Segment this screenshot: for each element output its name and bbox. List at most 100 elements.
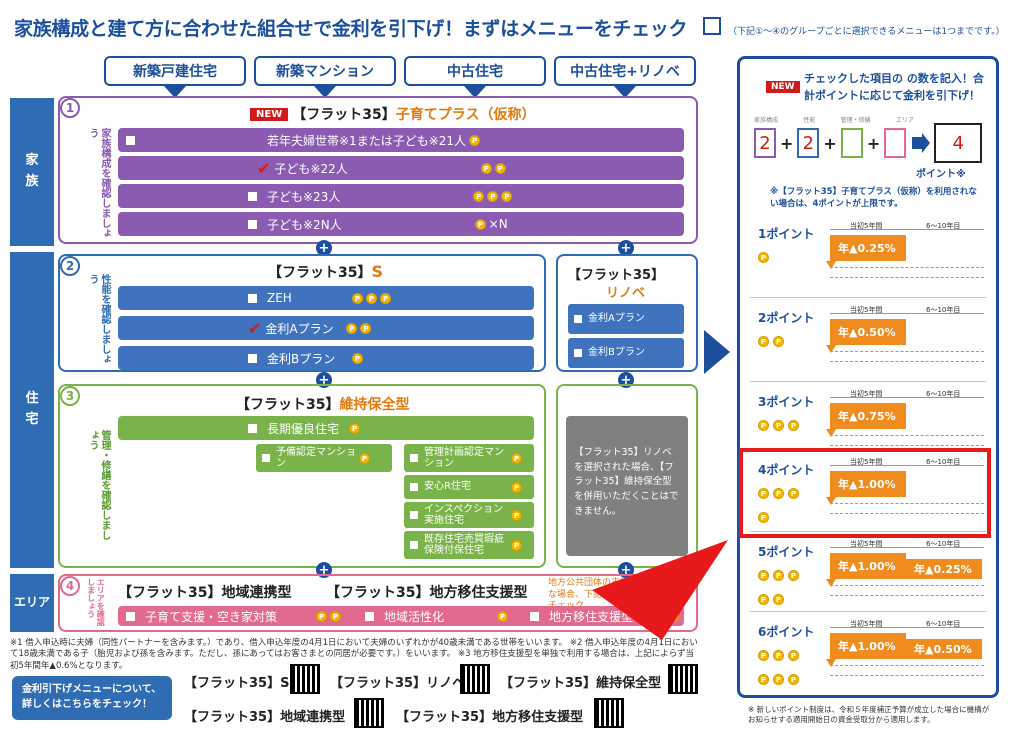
grid-line	[830, 513, 984, 514]
cap-note: ※【フラット35】子育てプラス（仮称）を利用されない場合は、4ポイントが上限です…	[770, 187, 977, 209]
group1-item-label: 若年夫婦世帯※1または子ども※21人	[267, 133, 467, 148]
checkbox-icon[interactable]	[248, 219, 257, 229]
group1-heading: NEW 【フラット35】 子育てプラス（仮称）	[250, 104, 535, 124]
qr-code-icon[interactable]	[668, 664, 698, 694]
reno-item[interactable]: 金利Aプラン	[568, 304, 684, 334]
grid-line	[830, 503, 984, 504]
reno-item[interactable]: 金利Bプラン	[568, 338, 684, 368]
multiplier-text: ×N	[488, 217, 508, 231]
point-coin-icon: P	[758, 488, 769, 499]
plus-icon: +	[618, 240, 634, 256]
checkbox-icon[interactable]	[262, 454, 270, 462]
point-coin-icon: P	[346, 322, 358, 334]
column-new-house: 新築戸建住宅	[104, 56, 246, 86]
group3-sub-label: 管理計画認定マンション	[424, 446, 504, 470]
group2-heading: 【フラット35】S	[268, 262, 383, 282]
point-coin-icon: P	[330, 610, 341, 622]
box-label: 管理・修繕	[840, 117, 871, 124]
rate-bar-first: 年▲1.00%	[830, 553, 906, 579]
axis-line	[830, 465, 984, 466]
checkbox-icon[interactable]	[574, 315, 582, 323]
point-coin-icon: P	[352, 292, 363, 304]
rate-bar-first: 年▲1.00%	[830, 471, 906, 497]
maintenance-points-input[interactable]	[840, 128, 863, 158]
checkbox-icon[interactable]	[410, 454, 418, 462]
down-arrow-icon	[826, 497, 836, 505]
checkbox-icon[interactable]	[248, 191, 257, 201]
checkbox-icon[interactable]	[530, 611, 539, 621]
link-flat35-s[interactable]: 【フラット35】S	[184, 676, 290, 691]
qr-code-icon[interactable]	[594, 698, 624, 728]
group1-item-label: 子ども※23人	[267, 189, 341, 204]
link-flat35-regional[interactable]: 【フラット35】地域連携型	[184, 710, 346, 725]
red-check-icon: ✔	[248, 318, 262, 338]
checkbox-icon[interactable]	[410, 541, 418, 549]
period2-label: 6〜10年目	[926, 620, 961, 628]
point-coin-icon: P	[360, 322, 372, 334]
checkbox-icon[interactable]	[410, 483, 418, 491]
checkbox-icon[interactable]	[365, 611, 374, 621]
checkbox-icon[interactable]	[248, 293, 257, 303]
arrow-down-icon	[164, 86, 186, 98]
checkbox-icon[interactable]	[248, 353, 257, 363]
area-points-input[interactable]	[884, 128, 907, 158]
reno-title: 【フラット35】	[568, 268, 665, 283]
point-coin-icon: P	[511, 509, 522, 521]
point-label: 6ポイント	[758, 625, 815, 639]
checkbox-icon[interactable]	[574, 349, 582, 357]
column-used-house: 中古住宅	[404, 56, 546, 86]
group2-item-label: ZEH	[267, 291, 292, 305]
points-calculator: 2+ 2+ + 4	[754, 123, 983, 163]
qr-code-icon[interactable]	[460, 664, 490, 694]
family-points-input[interactable]: 2	[754, 128, 776, 158]
box-label: 家族構成	[754, 117, 779, 124]
link-flat35-maintenance[interactable]: 【フラット35】維持保全型	[500, 676, 662, 691]
checkbox-icon[interactable]	[410, 511, 418, 519]
link-flat35-reno[interactable]: 【フラット35】リノベ	[330, 676, 466, 691]
period2-label: 6〜10年目	[926, 540, 961, 548]
performance-points-input[interactable]: 2	[797, 128, 820, 158]
point-coin-icon: P	[511, 539, 522, 551]
qr-code-icon[interactable]	[290, 664, 320, 694]
checkbox-icon[interactable]	[126, 135, 135, 145]
total-points[interactable]: 4	[934, 123, 983, 163]
group3-sub-label: 安心R住宅	[424, 481, 471, 493]
checkbox-icon[interactable]	[126, 611, 135, 621]
point-coin-icon: P	[758, 570, 769, 581]
page-title: 家族構成と建て方に合わせた組合せで金利を引下げ！まずはメニューをチェック	[14, 18, 688, 40]
sidebar-housing: 住 宅	[10, 252, 54, 568]
rate-bar-first: 年▲0.75%	[830, 403, 906, 429]
reno-item-label: 金利Aプラン	[588, 313, 645, 325]
qr-code-icon[interactable]	[354, 698, 384, 728]
point-coin-icon: P	[758, 594, 769, 605]
point-coin-icon: P	[773, 420, 784, 431]
arrow-down-icon	[614, 86, 636, 98]
down-arrow-icon	[826, 579, 836, 587]
point-coin-icon: P	[758, 512, 769, 523]
point-coin-icon: P	[773, 674, 784, 685]
link-flat35-migration[interactable]: 【フラット35】地方移住支援型	[396, 710, 584, 725]
point-coin-icon: P	[758, 674, 769, 685]
group4-number: 4	[60, 576, 80, 596]
axis-line	[830, 397, 984, 398]
checkbox-icon[interactable]	[248, 423, 257, 433]
point-coin-icon: P	[501, 190, 513, 202]
